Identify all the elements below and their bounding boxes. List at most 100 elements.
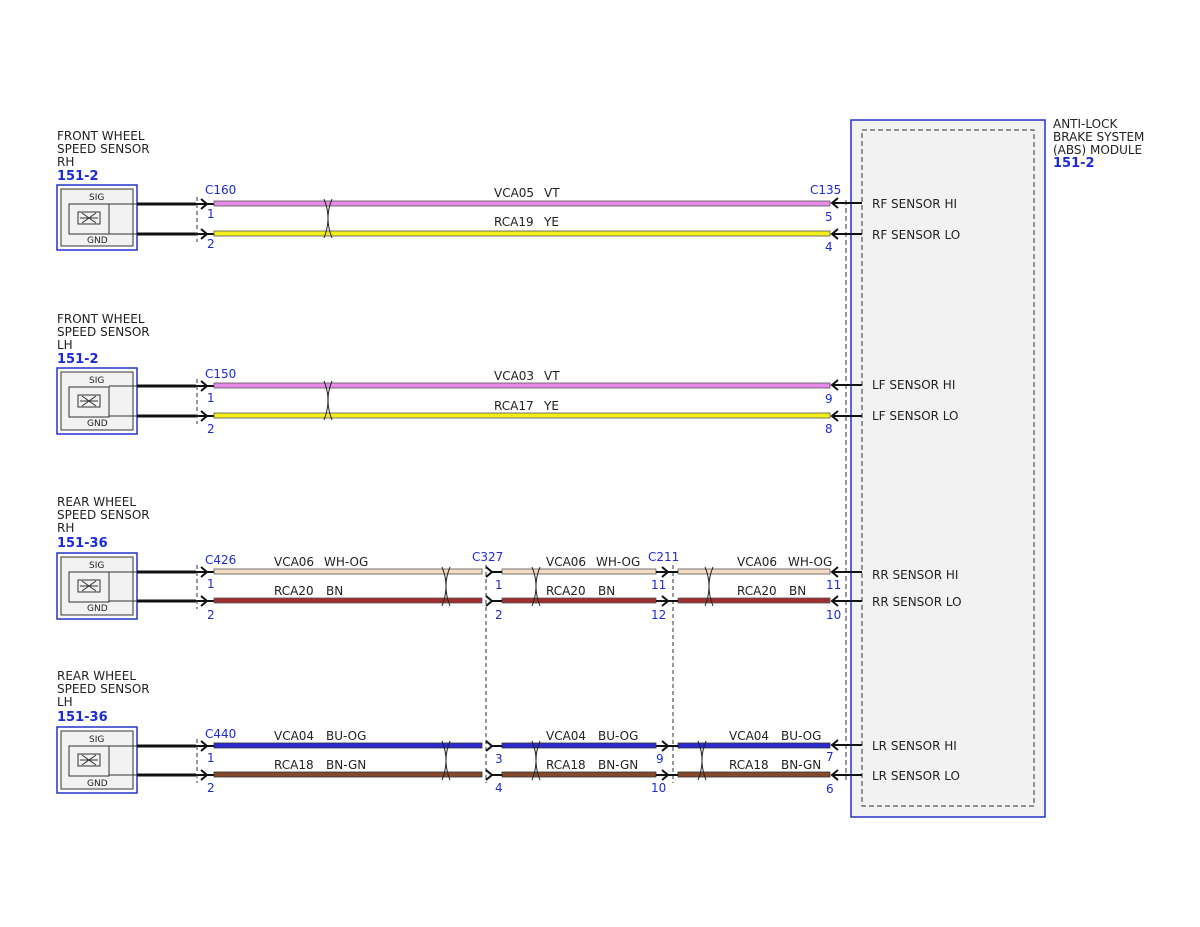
connector-label: C150 bbox=[205, 367, 236, 381]
wire-rca18 bbox=[213, 771, 483, 778]
wire-circuit-label: RCA17 bbox=[494, 399, 534, 413]
wire-rca20 bbox=[677, 597, 831, 604]
pin-number: 2 bbox=[207, 608, 215, 622]
wire-color-label: BU-OG bbox=[598, 729, 638, 743]
signal-rr-sensor-hi: RR SENSOR HI bbox=[872, 568, 958, 582]
twist-icon bbox=[531, 740, 541, 781]
signal-lr-sensor-lo: LR SENSOR LO bbox=[872, 769, 960, 783]
wire-rca17 bbox=[213, 412, 831, 419]
sensor-name-line: RH bbox=[57, 521, 74, 535]
twist-icon bbox=[441, 566, 451, 607]
pin-number: 2 bbox=[207, 237, 215, 251]
abs-module-name-line-2: BRAKE SYSTEM bbox=[1053, 130, 1144, 144]
sensor-element bbox=[68, 386, 110, 418]
sensor-box-outer bbox=[56, 184, 138, 251]
module-pin-number: 11 bbox=[826, 578, 841, 592]
pin-number: 1 bbox=[495, 578, 503, 592]
sensor-element bbox=[68, 571, 110, 603]
sensor-ref: 151-36 bbox=[57, 710, 108, 725]
abs-module-name-line-3: (ABS) MODULE bbox=[1053, 143, 1142, 157]
wire-circuit-label: RCA18 bbox=[546, 758, 586, 772]
wire-circuit-label: RCA19 bbox=[494, 215, 534, 229]
sensor-front-rh: FRONT WHEEL SPEED SENSOR RH 151-2 SIG GN… bbox=[56, 129, 236, 251]
abs-module-name-line-1: ANTI-LOCK bbox=[1053, 117, 1118, 131]
wire-rca19 bbox=[213, 230, 831, 237]
module-pin-number: 4 bbox=[825, 240, 833, 254]
wire-color-label: WH-OG bbox=[596, 555, 640, 569]
sensor-gnd-label: GND bbox=[87, 604, 108, 614]
wire-color-label: YE bbox=[543, 399, 559, 413]
wire-color-label: WH-OG bbox=[788, 555, 832, 569]
wire-vca06 bbox=[213, 568, 483, 575]
wire-rca20 bbox=[213, 597, 483, 604]
signal-lf-sensor-lo: LF SENSOR LO bbox=[872, 409, 959, 423]
twist-icon bbox=[531, 566, 541, 607]
pin-arrow bbox=[485, 566, 494, 578]
connector-label: C440 bbox=[205, 727, 236, 741]
module-pin-arrows bbox=[830, 197, 862, 781]
sensor-sig-label: SIG bbox=[89, 193, 104, 203]
sensor-sig-label: SIG bbox=[89, 561, 104, 571]
sensor-name-line: SPEED SENSOR bbox=[57, 142, 150, 156]
wire-vca04 bbox=[213, 742, 483, 749]
pin-number: 1 bbox=[207, 751, 215, 765]
sensor-cross-icon bbox=[80, 212, 98, 224]
wire-color-label: BN bbox=[326, 584, 343, 598]
sensor-box-outer bbox=[56, 726, 138, 794]
wire-vca03 bbox=[213, 382, 831, 389]
pin-number: 1 bbox=[207, 391, 215, 405]
wire-circuit-label: VCA06 bbox=[274, 555, 314, 569]
connector-label: C426 bbox=[205, 553, 236, 567]
sensor-box-outer bbox=[56, 367, 138, 435]
signal-rf-sensor-lo: RF SENSOR LO bbox=[872, 228, 960, 242]
wire-color-label: BN-GN bbox=[598, 758, 638, 772]
module-pin-number: 7 bbox=[826, 750, 834, 764]
sensor-name-line: SPEED SENSOR bbox=[57, 508, 150, 522]
wire-circuit-label: RCA20 bbox=[274, 584, 314, 598]
wire-color-label: BU-OG bbox=[781, 729, 821, 743]
sensor-gnd-label: GND bbox=[87, 419, 108, 429]
sensor-name-line: LH bbox=[57, 338, 73, 352]
signal-lf-sensor-hi: LF SENSOR HI bbox=[872, 378, 955, 392]
wire-rca20 bbox=[501, 597, 657, 604]
sensor-gnd-label: GND bbox=[87, 779, 108, 789]
wire-circuit-label: RCA20 bbox=[737, 584, 777, 598]
wire-color-label: BN-GN bbox=[781, 758, 821, 772]
twist-icon bbox=[323, 380, 333, 421]
sensor-sig-label: SIG bbox=[89, 376, 104, 386]
sensor-name-line: REAR WHEEL bbox=[57, 495, 136, 509]
abs-module-ref: 151-2 bbox=[1053, 156, 1095, 171]
sensor-name-line: FRONT WHEEL bbox=[57, 312, 145, 326]
pin-number: 10 bbox=[651, 781, 666, 795]
sensor-ref: 151-2 bbox=[57, 169, 99, 184]
wire-color-label: WH-OG bbox=[324, 555, 368, 569]
wire-circuit-label: RCA18 bbox=[274, 758, 314, 772]
abs-module-outer-box bbox=[850, 119, 1046, 818]
inline-connector-c327: C327 1 2 3 4 bbox=[472, 550, 503, 795]
wire-color-label: BU-OG bbox=[326, 729, 366, 743]
pin-arrow bbox=[485, 595, 494, 607]
twist-icon bbox=[697, 740, 707, 781]
sensor-name-line: RH bbox=[57, 155, 74, 169]
wire-circuit-label: VCA04 bbox=[546, 729, 586, 743]
sensor-name-line: SPEED SENSOR bbox=[57, 682, 150, 696]
sensor-cross-icon bbox=[80, 754, 98, 766]
sensor-front-lh: FRONT WHEEL SPEED SENSOR LH 151-2 SIG GN… bbox=[56, 312, 236, 436]
wire-vca04 bbox=[677, 742, 831, 749]
sensor-element bbox=[68, 745, 110, 777]
wire-color-label: BN-GN bbox=[326, 758, 366, 772]
inline-connector-c211: C211 11 12 9 10 bbox=[648, 550, 679, 795]
wire-circuit-label: VCA04 bbox=[274, 729, 314, 743]
abs-module: ANTI-LOCK BRAKE SYSTEM (ABS) MODULE 151-… bbox=[850, 117, 1144, 818]
wire-color-label: BN bbox=[789, 584, 806, 598]
wire-circuit-label: VCA06 bbox=[737, 555, 777, 569]
sensor-name-line: LH bbox=[57, 695, 73, 709]
sensor-name-line: FRONT WHEEL bbox=[57, 129, 145, 143]
sensor-cross-icon bbox=[80, 580, 98, 592]
wire-circuit-label: VCA03 bbox=[494, 369, 534, 383]
wire-circuit-label: VCA04 bbox=[729, 729, 769, 743]
wire-vca06 bbox=[501, 568, 657, 575]
module-pin-number: 5 bbox=[825, 210, 833, 224]
wire-rca18 bbox=[501, 771, 657, 778]
